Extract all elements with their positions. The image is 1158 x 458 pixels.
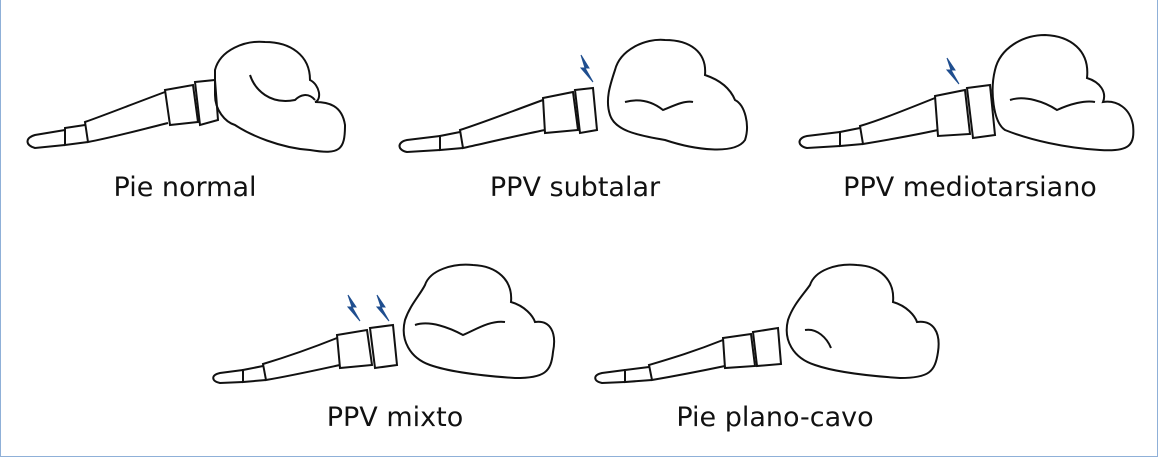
caption-pie-normal: Pie normal (113, 172, 257, 203)
panel-pie-plano-cavo: Pie plano-cavo (594, 260, 955, 445)
foot-bones-subtalar (398, 38, 748, 154)
foot-bones-mediotarsiano (798, 33, 1135, 152)
foot-bones-plano-cavo (594, 263, 940, 385)
lightning-bolt-icon (346, 294, 361, 322)
lightning-bolt-icon (375, 294, 390, 322)
panel-ppv-subtalar: PPV subtalar (385, 30, 765, 210)
foot-bones-mixto (212, 263, 555, 385)
panel-ppv-mixto: PPV mixto (212, 260, 575, 445)
lightning-bolt-icon (579, 54, 594, 83)
panel-pie-normal: Pie normal (10, 30, 360, 210)
caption-ppv-mediotarsiano: PPV mediotarsiano (843, 172, 1097, 203)
lightning-bolt-icon (945, 57, 960, 85)
foot-bones-normal (26, 40, 347, 153)
caption-ppv-subtalar: PPV subtalar (489, 172, 661, 203)
panel-ppv-mediotarsiano: PPV mediotarsiano (795, 30, 1145, 210)
caption-pie-plano-cavo: Pie plano-cavo (676, 402, 874, 433)
caption-ppv-mixto: PPV mixto (326, 402, 464, 433)
